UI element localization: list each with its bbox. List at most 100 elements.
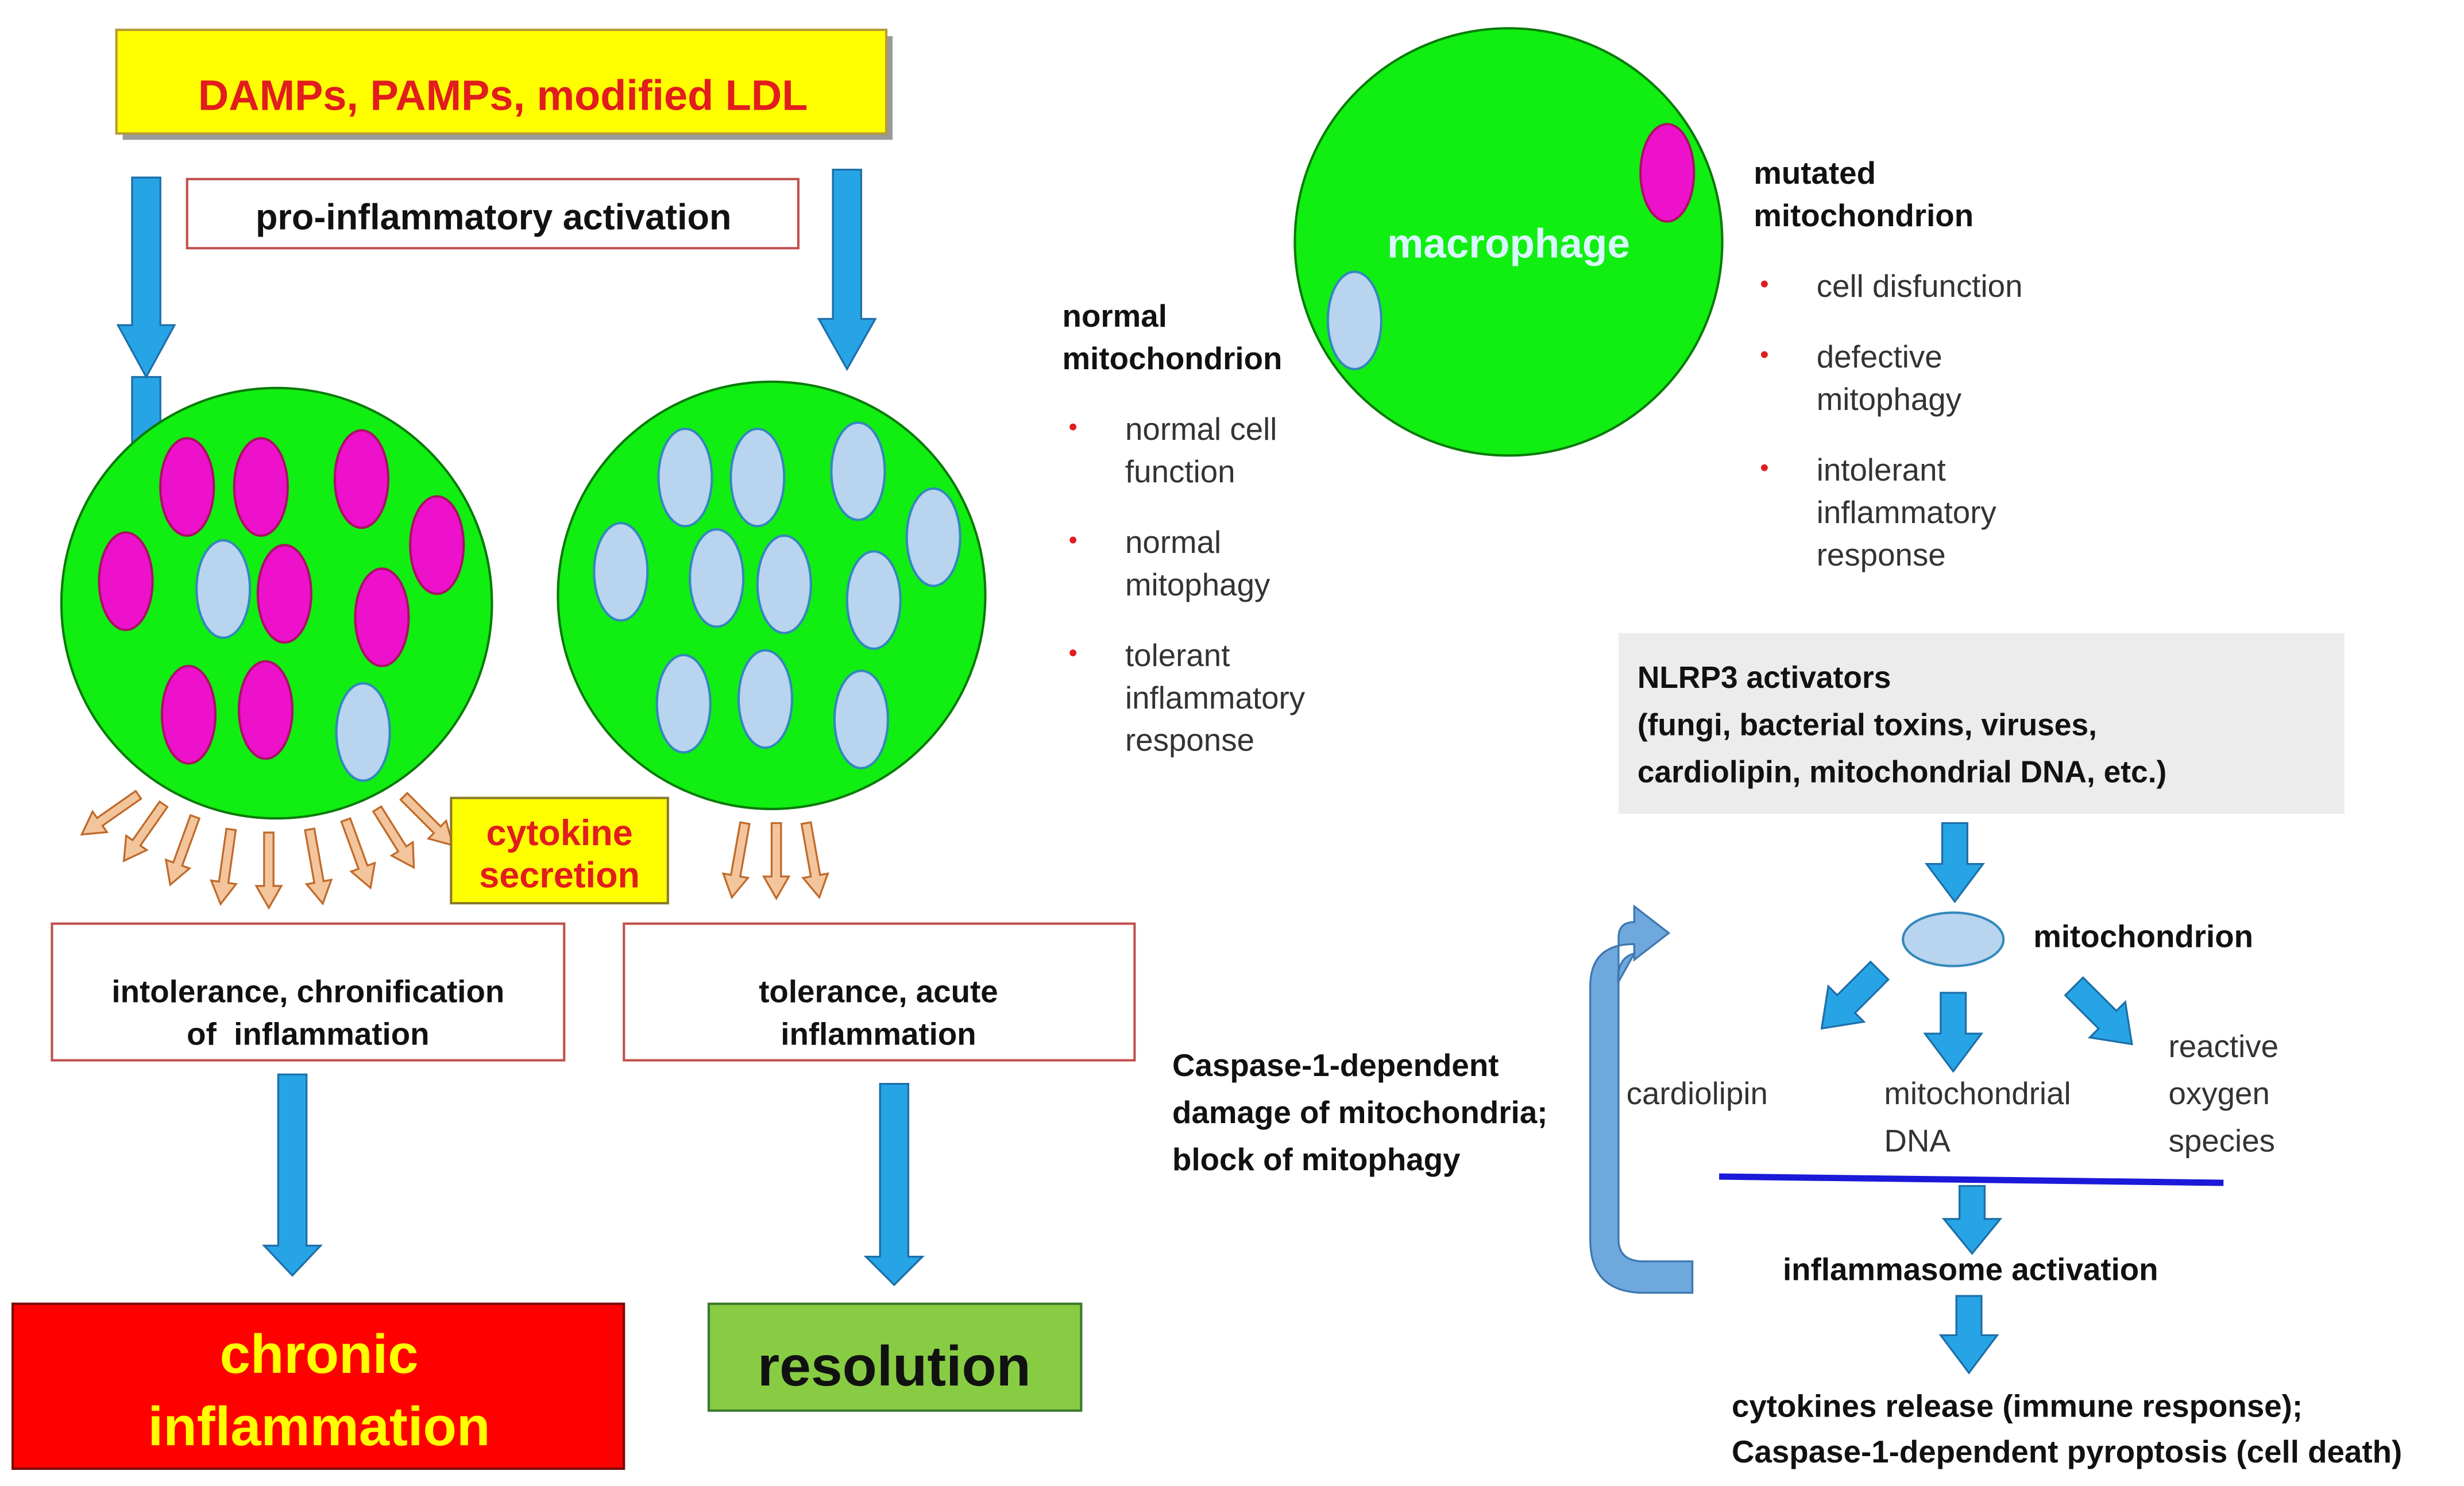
- mutated-bullet-1-line1: cell disfunction: [1817, 268, 2023, 304]
- tan-arrow: [399, 791, 454, 847]
- tan-arrow: [721, 821, 751, 900]
- caspase-damage-line2: damage of mitochondria;: [1172, 1094, 1547, 1130]
- mito-pink: [333, 429, 389, 529]
- bullet-dot: •: [1068, 526, 1077, 554]
- bullet-dot: •: [1760, 454, 1768, 482]
- intolerance-line1: intolerance, chronification: [111, 973, 504, 1009]
- bullet-dot: •: [1760, 270, 1768, 298]
- nlrp3-line2: (fungi, bacterial toxins, viruses,: [1637, 708, 2097, 742]
- mito-light: [830, 421, 886, 521]
- arrow-to-chronic: [261, 1073, 323, 1277]
- convergence-line: [1719, 1173, 2224, 1186]
- caspase-damage-line1: Caspase-1-dependent: [1172, 1047, 1499, 1083]
- cardiolipin-label: cardiolipin: [1627, 1075, 1768, 1111]
- mito-dna-line2: DNA: [1884, 1123, 1951, 1158]
- ros-line3: species: [2168, 1123, 2274, 1158]
- mito-light: [729, 427, 786, 528]
- macrophage-normal-mito: [1326, 270, 1382, 370]
- chronic-line1: chronic: [220, 1324, 419, 1385]
- mutated-mito-title-2: mitochondrion: [1754, 198, 1973, 233]
- arrow-top-right: [817, 168, 877, 372]
- mitochondrion-label: mitochondrion: [2033, 919, 2253, 954]
- cytokine-secretion-box: [450, 796, 669, 905]
- tan-arrow: [340, 817, 376, 890]
- mito-light: [833, 670, 889, 769]
- mutated-bullet-3-line3: response: [1817, 537, 1946, 572]
- arrow-to-mito-dna: [1923, 992, 1984, 1073]
- nlrp3-line1: NLRP3 activators: [1637, 661, 1891, 695]
- mito-light: [845, 550, 902, 650]
- normal-bullet-3-line2: inflammatory: [1125, 680, 1306, 715]
- arrow-to-ros: [2064, 976, 2133, 1046]
- tan-arrow: [762, 822, 791, 901]
- macrophage-cell: [1293, 27, 1724, 457]
- tolerance-line1: tolerance, acute: [759, 973, 998, 1009]
- arrow-to-outcome: [1938, 1295, 1999, 1375]
- mito-pink: [160, 664, 217, 765]
- mutated-bullets: • cell disfunction • defective mitophagy…: [1760, 268, 2022, 572]
- mutated-bullet-3-line1: intolerant: [1817, 452, 1946, 487]
- cytokine-secretion-line1: cytokine: [486, 813, 632, 853]
- normal-bullet-2-line2: mitophagy: [1125, 567, 1270, 602]
- mito-light: [657, 427, 713, 528]
- bullet-dot: •: [1068, 413, 1077, 441]
- mito-light: [655, 653, 712, 754]
- mito-light: [689, 528, 745, 628]
- cytokine-arrows-right: [721, 821, 829, 901]
- tan-arrow: [254, 831, 283, 910]
- resolution-label: resolution: [758, 1334, 1031, 1398]
- feedback-arrow-shape: [1589, 904, 1694, 1294]
- mitochondrion-shape: [1902, 911, 2005, 968]
- normal-mito-title-2: mitochondrion: [1063, 340, 1283, 376]
- top-box-label: DAMPs, PAMPs, modified LDL: [198, 72, 808, 119]
- mito-pink: [256, 544, 312, 644]
- mito-pink: [233, 437, 289, 537]
- normal-bullet-1-line2: function: [1125, 454, 1235, 489]
- nlrp3-box: [1618, 633, 2345, 814]
- caspase-damage-line3: block of mitophagy: [1172, 1141, 1461, 1177]
- tan-arrow: [164, 814, 201, 887]
- intolerance-box: [51, 922, 566, 1062]
- tolerance-line2: inflammation: [781, 1016, 976, 1051]
- tan-arrow: [122, 800, 169, 863]
- mutated-bullet-3-line2: inflammatory: [1817, 494, 1997, 530]
- mito-light: [905, 487, 961, 587]
- arrow-to-inflammasome: [1941, 1185, 2003, 1255]
- tan-arrow: [372, 805, 415, 869]
- ros-line2: oxygen: [2168, 1075, 2269, 1111]
- macrophage-label: macrophage: [1387, 222, 1630, 267]
- cytokine-secretion-line2: secretion: [479, 856, 640, 896]
- arrow-top-left-shape: [116, 176, 176, 380]
- chronic-line2: inflammation: [148, 1396, 491, 1457]
- tan-arrow: [800, 821, 829, 900]
- tolerance-box: [623, 922, 1136, 1062]
- normal-bullet-3-line1: tolerant: [1125, 637, 1230, 673]
- mito-pink: [354, 567, 410, 668]
- tan-arrow: [210, 827, 238, 906]
- mito-light: [593, 521, 649, 622]
- normal-bullet-3-line3: response: [1125, 722, 1254, 758]
- mito-light: [756, 534, 812, 634]
- resolution-box: [707, 1302, 1083, 1412]
- chronic-inflammation-box: [11, 1302, 625, 1470]
- light-mitochondria-group-left: [195, 539, 391, 782]
- light-mitochondria-group-right: [593, 421, 961, 769]
- cytokine-arrows-left: [80, 790, 454, 910]
- arrow-to-mitochondrion: [1924, 822, 1985, 904]
- mito-pink: [159, 437, 215, 537]
- mito-light: [737, 649, 794, 749]
- mutated-bullet-2-line2: mitophagy: [1817, 381, 1962, 417]
- intolerance-line2: of inflammation: [187, 1016, 429, 1051]
- pro-inflammatory-label: pro-inflammatory activation: [256, 197, 731, 237]
- nlrp3-line3: cardiolipin, mitochondrial DNA, etc.): [1637, 755, 2166, 789]
- ros-line1: reactive: [2168, 1028, 2278, 1064]
- bullet-dot: •: [1068, 639, 1077, 667]
- mito-pink: [237, 660, 294, 760]
- normal-bullets: • normal cell function • normal mitophag…: [1068, 411, 1305, 758]
- arrow-to-resolution: [863, 1083, 925, 1287]
- mito-light: [335, 682, 391, 782]
- top-box: [115, 28, 888, 135]
- mito-pink: [409, 495, 465, 595]
- outcome-line2: Caspase-1-dependent pyroptosis (cell dea…: [1732, 1434, 2402, 1469]
